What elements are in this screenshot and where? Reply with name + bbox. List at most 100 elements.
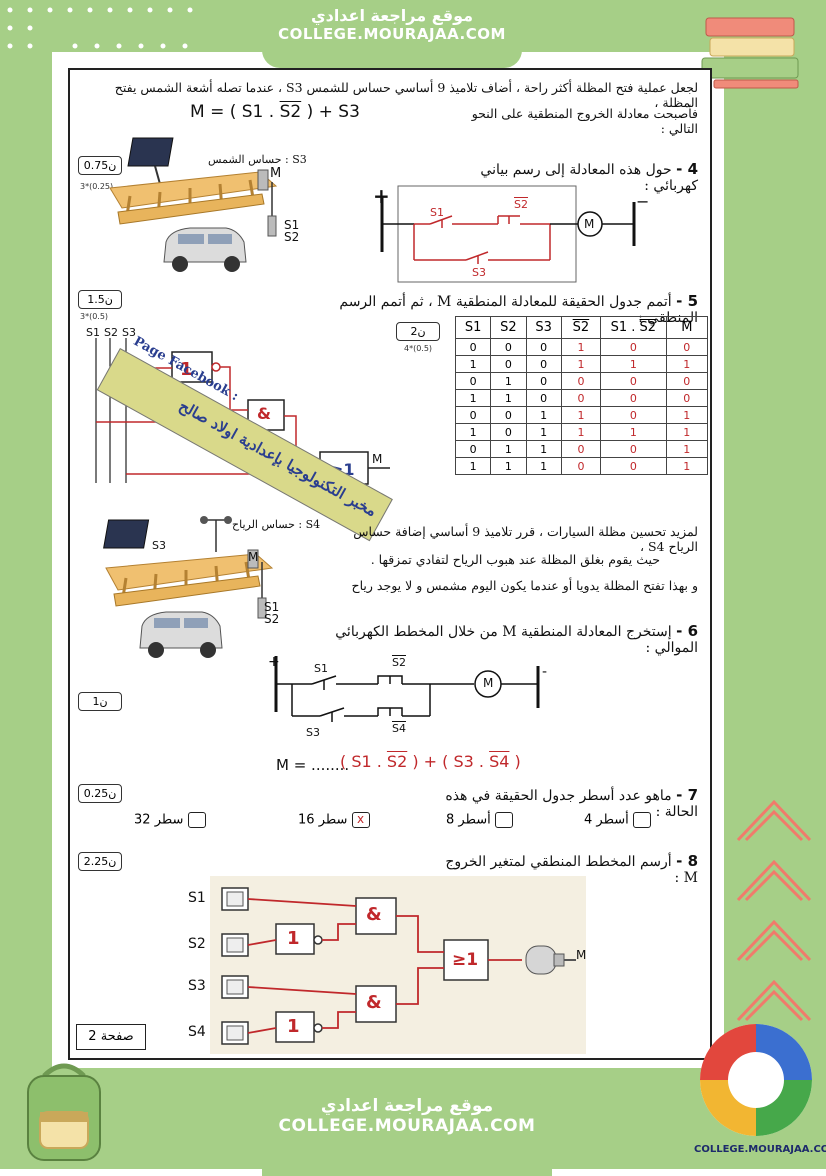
q4-s2-switch-label: S2	[514, 198, 528, 211]
score-q8: 2.25ن	[78, 852, 122, 871]
footer-site-domain[interactable]: COLLEGE.MOURAJAA.COM	[278, 1116, 536, 1136]
q4-s1-label: S1	[284, 218, 300, 232]
score-q4-detail: 3*(0.25)	[80, 182, 114, 191]
tt-header-s2: S2	[490, 316, 527, 339]
q4-minus-label: −	[636, 192, 650, 211]
q5-input-s1: S1	[86, 326, 100, 339]
q4-s1-switch-label: S1	[430, 206, 444, 219]
tt-cell: 1	[600, 423, 667, 441]
q6-minus-label: -	[542, 664, 548, 680]
q4-text: حول هذه المعادلة إلى رسم بياني كهربائي :	[480, 162, 698, 194]
q8-not-gate-1: 1	[287, 928, 300, 949]
tt-cell: 0	[490, 338, 527, 356]
intro-line1: لجعل عملية فتح المظلة أكثر راحة ، أضاف ت…	[114, 80, 698, 110]
q5-input-s3: S3	[122, 326, 136, 339]
tt-cell: 0	[560, 457, 602, 475]
footer-site-name: موقع مراجعة اعدادي	[320, 1096, 494, 1116]
header-banner: موقع مراجعة اعدادي COLLEGE.MOURAJAA.COM	[262, 0, 522, 68]
site-domain[interactable]: COLLEGE.MOURAJAA.COM	[278, 25, 506, 43]
score-q5: 1.5ن	[78, 290, 122, 309]
q7-text: ماهو عدد أسطر جدول الحقيقة في هذه الحالة…	[445, 788, 698, 820]
tt-cell: 0	[665, 372, 709, 390]
q7-option-16[interactable]: سطر 16 x	[298, 812, 370, 828]
tt-cell: 0	[454, 440, 492, 458]
footer-banner: موقع مراجعة اعدادي COLLEGE.MOURAJAA.COM	[262, 1082, 552, 1176]
q7-option-32[interactable]: سطر 32	[134, 812, 206, 828]
q6-s1-label: S1	[314, 662, 328, 675]
books-icon	[701, 17, 799, 89]
q8-question: 8 - أرسم المخطط المنطقي لمتغير الخروج M …	[440, 852, 698, 886]
tt-cell: 1	[665, 457, 709, 475]
tt-cell: 0	[665, 338, 709, 356]
q4-number: 4 -	[676, 160, 698, 178]
tt-cell: 1	[525, 457, 562, 475]
q4-question: 4 - حول هذه المعادلة إلى رسم بياني كهربا…	[460, 160, 698, 194]
tt-cell: 1	[490, 372, 527, 390]
tt-cell: 1	[454, 389, 492, 407]
q4-motor-label: M	[584, 217, 595, 231]
chevrons-decoration	[736, 799, 812, 1022]
tt-cell: 1	[560, 355, 602, 373]
tt-cell: 0	[600, 389, 667, 407]
q5-and-gate: &	[257, 404, 271, 423]
tt-header-s1s2bar: S1 . S2	[600, 316, 667, 339]
q8-number: 8 -	[676, 852, 698, 870]
tt-cell: 0	[454, 406, 492, 424]
checkbox[interactable]	[632, 812, 651, 828]
q8-text: أرسم المخطط المنطقي لمتغير الخروج M :	[445, 854, 698, 886]
checkbox[interactable]: x	[351, 812, 370, 828]
tt-cell: 0	[490, 355, 527, 373]
q6-s3-label: S3	[306, 726, 320, 739]
tt-cell: 0	[490, 406, 527, 424]
q6-answer-prefix: M = ........	[276, 756, 350, 774]
tt-cell: 0	[490, 423, 527, 441]
tt-cell: 1	[525, 406, 562, 424]
intro-line2: فأصبحت معادلة الخروج المنطقية على النحو …	[471, 106, 698, 136]
checkbox[interactable]	[494, 812, 513, 828]
q4-m-label: M	[270, 166, 282, 181]
logo-caption: COLLEGE.MOURAJAA.COM	[694, 1144, 826, 1155]
q8-and-gate-2: &	[366, 992, 382, 1013]
para2-line3: و بهذا تفتح المظلة يدويا أو عندما يكون ا…	[351, 578, 698, 593]
tt-header-s1: S1	[454, 316, 492, 339]
q8-input-s1: S1	[188, 890, 206, 906]
q8-or-gate: ≥1	[452, 950, 479, 970]
tt-cell: 1	[490, 440, 527, 458]
tt-cell: 0	[454, 372, 492, 390]
tt-header-s2bar: S2	[560, 316, 602, 339]
checkbox[interactable]	[187, 812, 206, 828]
tt-cell: 1	[454, 423, 492, 441]
tt-cell: 1	[665, 440, 709, 458]
tt-cell: 0	[560, 389, 602, 407]
q6-answer: ( S1 . S2 ) + ( S3 . S4 )	[340, 752, 521, 771]
tt-cell: 1	[665, 355, 709, 373]
q8-input-s4: S4	[188, 1024, 206, 1040]
q4-s2-label: S2	[284, 230, 300, 244]
q5-output-label: M	[372, 452, 383, 466]
score-q4: 0.75ن	[78, 156, 122, 175]
q6-s2-label: S2	[392, 656, 406, 669]
q7-option-8[interactable]: أسطر 8	[446, 812, 513, 828]
q7-question: 7 - ماهو عدد أسطر جدول الحقيقة في هذه ال…	[420, 786, 698, 820]
option-unit: أسطر	[458, 812, 491, 828]
score-q5-table: 2ن	[396, 322, 440, 341]
tt-cell: 1	[454, 355, 492, 373]
tt-cell: 1	[665, 423, 709, 441]
tt-cell: 1	[560, 423, 602, 441]
q6-s4-label: S4	[392, 722, 406, 735]
tt-cell: 0	[600, 338, 667, 356]
q7-option-4[interactable]: أسطر 4	[584, 812, 651, 828]
awning-car-illustration	[109, 137, 278, 272]
tt-cell: 0	[600, 440, 667, 458]
q7-number: 7 -	[676, 786, 698, 804]
score-q5-table-detail: 4*(0.5)	[404, 344, 433, 353]
para2-line2: حيث يقوم بغلق المظلة عند هبوب الرياح لتف…	[370, 552, 660, 567]
tt-cell: 1	[525, 440, 562, 458]
awning-wind-car-illustration	[103, 516, 274, 658]
para2-line1: لمزيد تحسين مظلة السيارات ، قرر تلاميذ 9…	[353, 524, 698, 554]
option-unit: سطر	[318, 812, 348, 828]
